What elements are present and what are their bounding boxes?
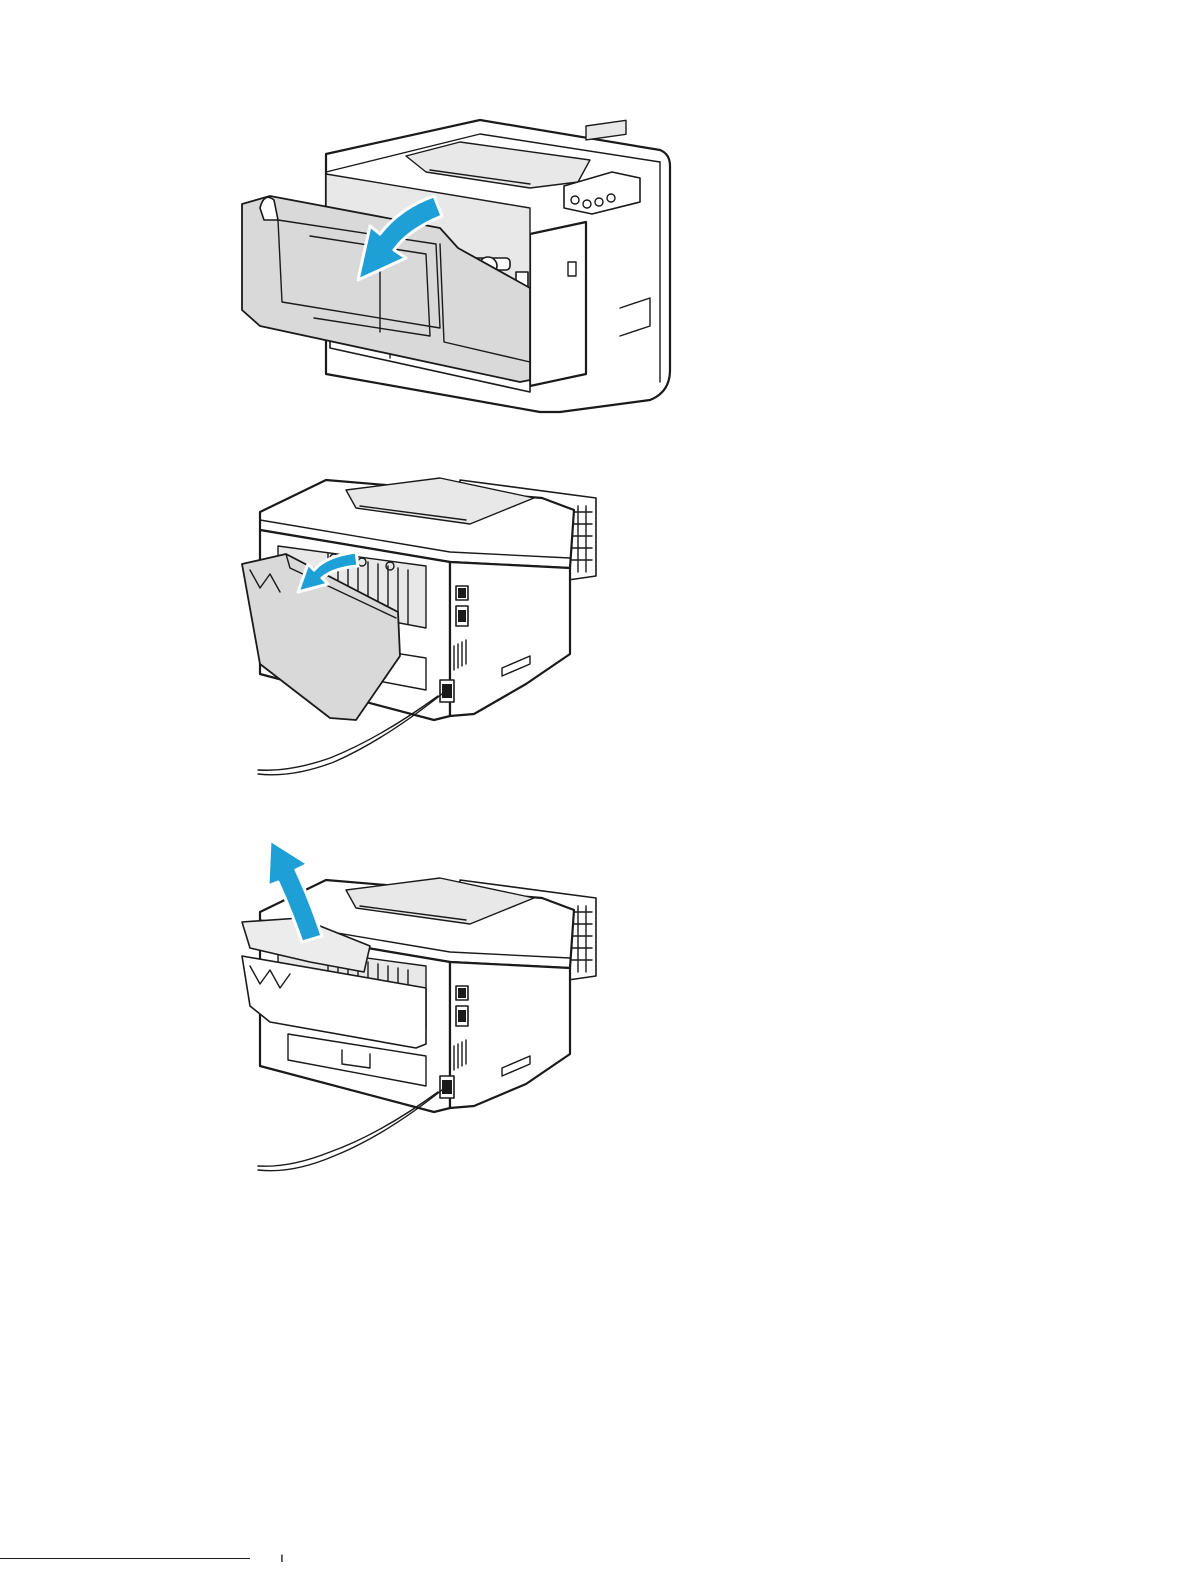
printer-remove-jammed-paper-illustration <box>230 838 620 1180</box>
footnote-mark: ı <box>280 1550 284 1564</box>
printer-rear-door-open-illustration <box>230 468 620 790</box>
footnote-divider <box>0 1558 250 1559</box>
printer-front-door-open-illustration <box>230 112 690 422</box>
